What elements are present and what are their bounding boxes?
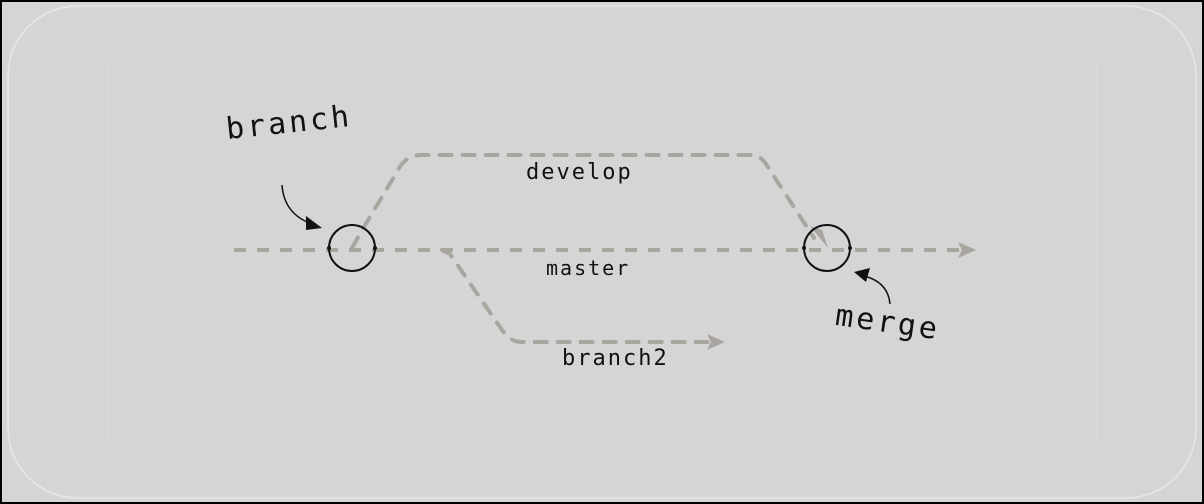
node-dot [848,246,852,250]
node-dot [327,246,331,250]
arrowhead-icon [854,268,870,282]
branch2-line [440,248,725,350]
branch2-arrowhead-icon [707,334,725,350]
node-dot [802,246,806,250]
rounded-outline [7,5,1197,499]
node-dot [373,246,377,250]
merge-pointer-arrow [854,268,891,305]
develop-label: develop [526,160,633,185]
master-label: master [546,256,631,280]
branch2-label: branch2 [562,346,669,371]
branch-pointer-arrow [281,184,322,230]
develop-branch-line [350,153,828,250]
arrowhead-icon [306,216,322,230]
develop-arrowhead-icon [810,226,828,248]
master-arrowhead-icon [958,242,976,258]
master-branch-line [234,242,976,258]
